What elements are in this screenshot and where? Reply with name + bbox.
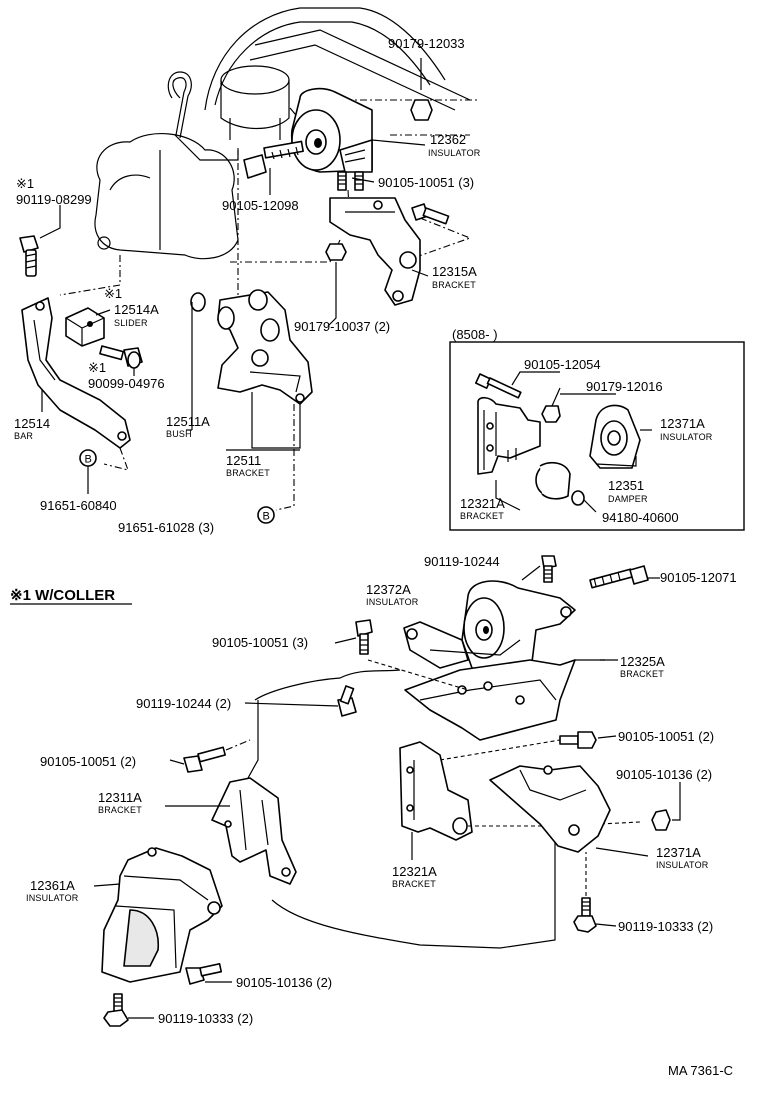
bolt-90105-10051-mid-part bbox=[355, 619, 469, 691]
label-inset-12321A-sub: BRACKET bbox=[460, 511, 504, 521]
bolt-90119-10244-top-part bbox=[541, 555, 557, 583]
slider-12514A-part bbox=[65, 307, 105, 347]
nut-90179-12033-part bbox=[410, 58, 433, 121]
bracket-12311A-part bbox=[211, 777, 297, 885]
nut-90105-10136-right-part bbox=[651, 809, 671, 831]
label-90105-10051-mid: 90105-10051 (3) bbox=[212, 635, 308, 650]
label-90119-10333-bottom: 90119-10333 (2) bbox=[158, 1011, 253, 1026]
label-12361A: 12361A bbox=[30, 878, 75, 893]
bolt-90105-10051-top-part bbox=[411, 203, 450, 225]
label-inset-90179-12016: 90179-12016 bbox=[586, 379, 663, 394]
label-90105-12071: 90105-12071 bbox=[660, 570, 737, 585]
label-90119-08299: 90119-08299 bbox=[16, 192, 92, 207]
insulator-12361A-part bbox=[101, 847, 223, 983]
insulator-12371A-part bbox=[489, 765, 611, 853]
label-90119-10244-top: 90119-10244 bbox=[424, 554, 500, 569]
label-12372A: 12372A bbox=[366, 582, 411, 597]
bolt-90119-10333-right-part bbox=[573, 852, 597, 933]
diagram-code: MA 7361-C bbox=[668, 1063, 733, 1078]
label-inset-90105-12054: 90105-12054 bbox=[524, 357, 601, 372]
label-90099-04976: 90099-04976 bbox=[88, 376, 165, 391]
bracket-12315A-part bbox=[329, 197, 421, 306]
label-inset-range: (8508- ) bbox=[452, 327, 498, 342]
label-91651-60840: 91651-60840 bbox=[40, 498, 117, 513]
label-90105-10136-right: 90105-10136 (2) bbox=[616, 767, 712, 782]
inset-box bbox=[449, 341, 745, 531]
bracket-12321A-part bbox=[399, 741, 641, 841]
b-circle-label-left: B bbox=[85, 454, 92, 466]
leader-lines bbox=[39, 139, 681, 1019]
label-12311A-sub: BRACKET bbox=[98, 805, 142, 815]
label-inset-12351-sub: DAMPER bbox=[608, 494, 648, 504]
b-mark-right: B bbox=[257, 506, 275, 524]
label-12325A-sub: BRACKET bbox=[620, 669, 664, 679]
bolt-90105-12098-part bbox=[243, 140, 304, 179]
label-90105-10051-left: 90105-10051 (2) bbox=[40, 754, 136, 769]
label-12514: 12514 bbox=[14, 416, 50, 431]
label-12511: 12511 bbox=[226, 453, 261, 468]
label-mark-slider: ※1 bbox=[104, 286, 122, 301]
label-inset-94180-40600: 94180-40600 bbox=[602, 510, 679, 525]
label-90105-12098: 90105-12098 bbox=[222, 198, 299, 213]
label-inset-12371A-sub: INSULATOR bbox=[660, 432, 713, 442]
label-inset-12351: 12351 bbox=[608, 478, 644, 493]
label-inset-12371A: 12371A bbox=[660, 416, 705, 431]
label-91651-61028: 91651-61028 (3) bbox=[118, 520, 214, 535]
bolt-90099-04976-part bbox=[99, 345, 143, 369]
bolt-90119-10244-mid-part bbox=[337, 685, 357, 717]
bolt-90105-10136-bottom-part bbox=[185, 963, 223, 985]
label-12511A-sub: BUSH bbox=[166, 429, 192, 439]
bracket-12325A-part bbox=[404, 659, 605, 741]
label-12371A: 12371A bbox=[656, 845, 701, 860]
label-90179-10037: 90179-10037 (2) bbox=[294, 319, 390, 334]
bolt-90119-08299-part bbox=[19, 235, 39, 277]
label-inset-12321A: 12321A bbox=[460, 496, 505, 511]
label-12325A: 12325A bbox=[620, 654, 665, 669]
label-12362: 12362 bbox=[430, 132, 466, 147]
label-12315A: 12315A bbox=[432, 264, 477, 279]
label-90105-10136-bottom: 90105-10136 (2) bbox=[236, 975, 332, 990]
b-mark-left: B bbox=[79, 449, 97, 478]
label-12371A-sub: INSULATOR bbox=[656, 860, 709, 870]
label-90179-12033: 90179-12033 bbox=[388, 36, 465, 51]
label-12361A-sub: INSULATOR bbox=[26, 893, 79, 903]
bar-12514-part bbox=[21, 297, 131, 471]
insulator-12372A-part bbox=[403, 580, 576, 673]
label-12321A: 12321A bbox=[392, 864, 437, 879]
bush-12511A-part bbox=[190, 292, 206, 430]
label-12511A: 12511A bbox=[166, 414, 210, 429]
label-w-coller: ※1 W/COLLER bbox=[10, 587, 115, 604]
transmission-outline-drawing bbox=[94, 132, 239, 260]
label-90119-10244-2: 90119-10244 (2) bbox=[136, 696, 231, 711]
label-12311A: 12311A bbox=[98, 790, 142, 805]
bracket-12511-part bbox=[217, 289, 313, 405]
bolt-90119-10333-bottom-part bbox=[103, 993, 129, 1027]
bolt-90105-12071-part bbox=[589, 565, 649, 589]
insulator-12362-part bbox=[290, 87, 373, 191]
bolt-90105-10051-left-part bbox=[183, 739, 251, 773]
label-12514A: 12514A bbox=[114, 302, 159, 317]
bolt-90105-10051-right-part bbox=[439, 731, 597, 761]
b-circle-label-right: B bbox=[263, 511, 270, 523]
label-90105-10051-top: 90105-10051 (3) bbox=[378, 175, 474, 190]
nut-90179-10037-part bbox=[325, 243, 347, 327]
label-12514-sub: BAR bbox=[14, 431, 33, 441]
label-12514A-sub: SLIDER bbox=[114, 318, 148, 328]
label-mark-top: ※1 bbox=[16, 176, 34, 191]
label-90105-10051-right: 90105-10051 (2) bbox=[618, 729, 714, 744]
part-labels: 90179-12033 12362 INSULATOR 90105-10051 … bbox=[10, 36, 737, 1078]
label-12511-sub: BRACKET bbox=[226, 468, 270, 478]
label-12321A-sub: BRACKET bbox=[392, 879, 436, 889]
label-90119-10333-right: 90119-10333 (2) bbox=[618, 919, 713, 934]
label-mark-bolt: ※1 bbox=[88, 360, 106, 375]
label-12372A-sub: INSULATOR bbox=[366, 597, 419, 607]
label-12362-sub: INSULATOR bbox=[428, 148, 481, 158]
label-12315A-sub: BRACKET bbox=[432, 280, 476, 290]
